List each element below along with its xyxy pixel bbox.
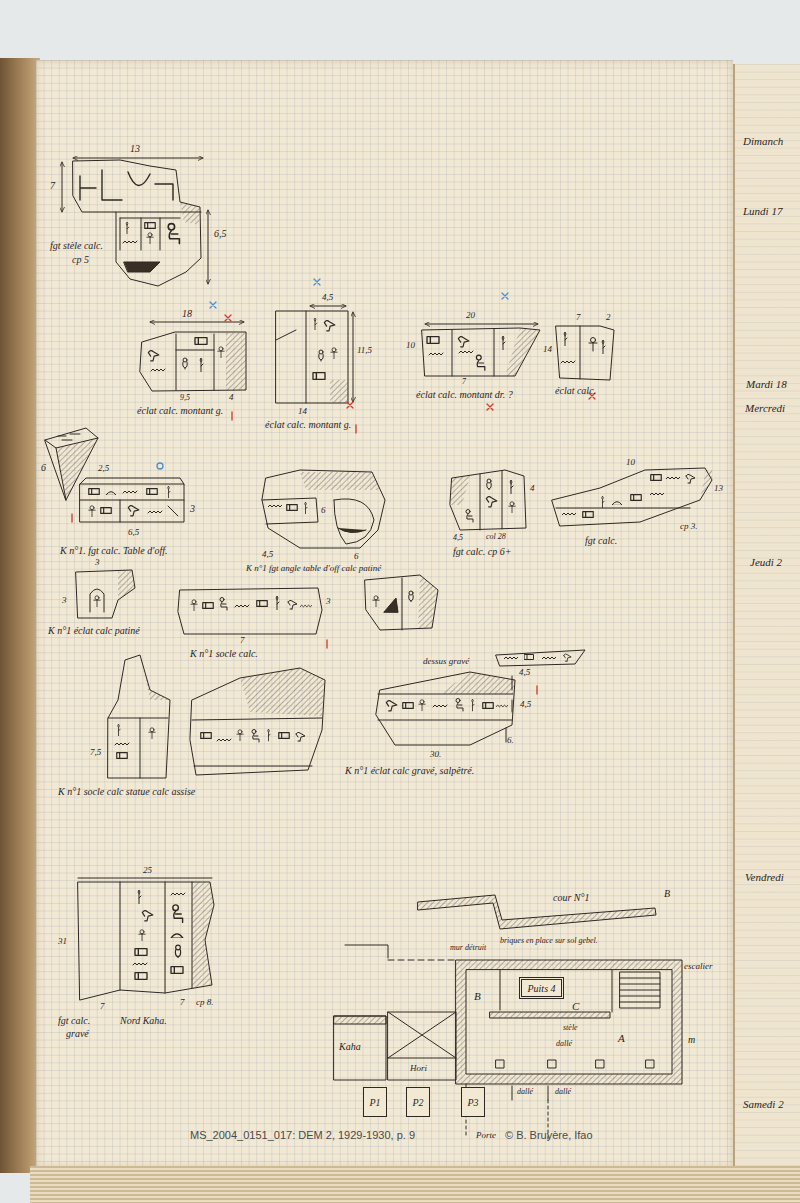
- handwritten-note: K n°1 éclat calc gravé, salpêtré.: [345, 765, 474, 776]
- handwritten-note: 3: [62, 596, 67, 606]
- handwritten-note: 4,5: [519, 668, 530, 678]
- handwritten-note: 18: [182, 308, 192, 319]
- handwritten-note: 3: [95, 558, 100, 568]
- handwritten-note: 7: [50, 180, 55, 191]
- pit-box: P1: [363, 1087, 387, 1117]
- handwritten-note: fgt calc. cp 6+: [453, 546, 511, 557]
- handwritten-note: K n°1 fgt angle table d'off calc patiné: [246, 564, 381, 574]
- handwritten-note: mur détruit: [450, 944, 486, 953]
- handwritten-note: 6: [41, 462, 46, 473]
- handwritten-note: 14: [543, 345, 552, 355]
- handwritten-note: K n°1 socle calc statue calc assise: [58, 786, 195, 797]
- handwritten-note: Mercredi: [745, 402, 785, 414]
- handwritten-note: 7: [240, 636, 245, 646]
- handwritten-note: 30.: [430, 750, 441, 760]
- handwritten-note: 6,5: [214, 228, 227, 239]
- pit-box: P2: [406, 1087, 430, 1117]
- handwritten-note: fgt calc.: [585, 535, 617, 546]
- handwritten-note: dallé: [555, 1088, 571, 1097]
- handwritten-note: 11,5: [357, 346, 372, 356]
- handwritten-note: 3: [190, 503, 195, 514]
- handwritten-note: 13: [130, 143, 140, 154]
- handwritten-note: 9,5: [180, 394, 190, 403]
- handwritten-note: A: [618, 1032, 625, 1044]
- handwritten-note: Kaha: [339, 1041, 361, 1052]
- handwritten-note: Nord Kaha.: [120, 1015, 167, 1026]
- handwritten-note: dessus gravé: [423, 657, 469, 667]
- handwritten-note: Porte: [476, 1131, 496, 1141]
- handwritten-note: 7: [462, 378, 466, 387]
- handwritten-note: 2: [606, 313, 611, 323]
- handwritten-note: éclat calc. montant dr. ?: [416, 389, 513, 400]
- handwritten-note: fgt stèle calc.: [50, 240, 103, 251]
- handwritten-note: 6,5: [128, 528, 139, 538]
- handwritten-note: 4,5: [322, 293, 333, 303]
- facing-page: [733, 64, 800, 1168]
- handwritten-note: 25: [143, 866, 152, 876]
- handwritten-note: Lundi 17: [743, 205, 782, 217]
- handwritten-note: gravé: [66, 1028, 89, 1039]
- handwritten-note: Jeudi 2: [750, 556, 782, 568]
- handwritten-note: dallé: [517, 1088, 533, 1097]
- handwritten-note: 4: [229, 393, 234, 403]
- handwritten-note: cp 8.: [196, 998, 214, 1008]
- handwritten-note: 7: [576, 313, 581, 323]
- handwritten-note: 10: [406, 341, 415, 351]
- handwritten-note: fgt calc.: [58, 1015, 90, 1026]
- handwritten-note: 2,5: [98, 464, 109, 474]
- handwritten-note: 7: [100, 1002, 105, 1012]
- handwritten-note: 4,5: [520, 700, 531, 710]
- handwritten-note: 7,5: [90, 748, 101, 758]
- handwritten-note: escalier: [684, 962, 713, 972]
- archive-reference: MS_2004_0151_017: DEM 2, 1929-1930, p. 9: [190, 1129, 415, 1141]
- handwritten-note: 6.: [507, 736, 514, 746]
- handwritten-note: 31: [58, 937, 67, 947]
- handwritten-note: B: [474, 990, 481, 1002]
- handwritten-note: Vendredi: [745, 871, 784, 883]
- handwritten-note: cp 5: [72, 254, 89, 265]
- plan-label: Puits 4: [527, 983, 555, 994]
- book-binding: [0, 58, 40, 1173]
- handwritten-note: 4: [530, 484, 535, 494]
- handwritten-note: 4,5: [262, 550, 273, 560]
- handwritten-note: Mardi 18: [746, 378, 787, 390]
- handwritten-note: 6: [321, 506, 326, 516]
- handwritten-note: K n°1. fgt calc. Table d'off.: [60, 545, 167, 556]
- handwritten-note: K n°1 socle calc.: [190, 648, 258, 659]
- handwritten-note: C: [572, 1000, 579, 1012]
- handwritten-note: Samedi 2: [743, 1098, 784, 1110]
- plan-label: P2: [412, 1097, 423, 1108]
- well-box: Puits 4: [519, 977, 564, 999]
- handwritten-note: Dimanch: [743, 135, 783, 147]
- plan-label: P1: [369, 1097, 380, 1108]
- page-edges: [30, 1166, 800, 1203]
- handwritten-note: B: [664, 888, 670, 899]
- handwritten-note: m: [688, 1034, 695, 1045]
- handwritten-note: cour N°1: [553, 892, 590, 903]
- handwritten-note: briques en place sur sol gebel.: [500, 937, 598, 946]
- handwritten-note: K n°1 éclat calc patiné: [48, 625, 140, 636]
- handwritten-note: 6: [354, 552, 359, 562]
- handwritten-note: 10: [626, 458, 635, 468]
- handwritten-note: cp 3.: [680, 522, 698, 532]
- handwritten-note: 13: [714, 484, 723, 494]
- handwritten-note: col 28: [486, 533, 506, 542]
- pit-box: P3: [461, 1087, 485, 1117]
- handwritten-note: 7: [180, 998, 185, 1008]
- handwritten-note: 3: [326, 597, 331, 607]
- handwritten-note: 4,5: [453, 534, 463, 543]
- handwritten-note: éclat calc. montant g.: [137, 405, 223, 416]
- handwritten-note: 14: [298, 407, 307, 417]
- plan-label: P3: [467, 1097, 478, 1108]
- handwritten-note: stèle: [563, 1024, 578, 1033]
- handwritten-note: dallé: [556, 1040, 572, 1049]
- handwritten-note: éclat calc. montant g.: [265, 419, 351, 430]
- handwritten-note: 20: [466, 311, 475, 321]
- archive-reference: © B. Bruyère, Ifao: [505, 1129, 593, 1141]
- handwritten-note: éclat calc.: [555, 385, 596, 396]
- handwritten-note: Hori: [410, 1064, 427, 1074]
